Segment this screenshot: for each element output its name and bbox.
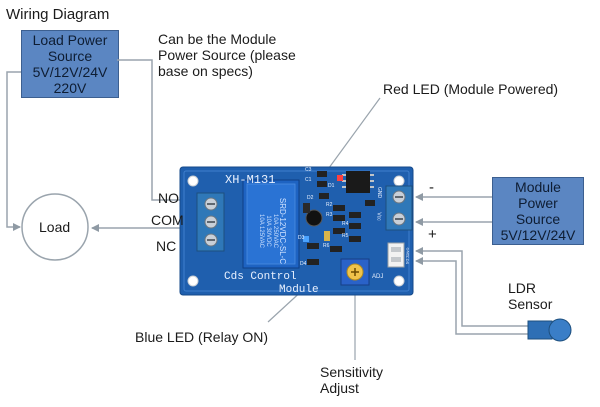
box-line: Module <box>515 179 561 195</box>
terminal-nc-label: NC <box>156 238 177 254</box>
note-line: Can be the Module <box>158 31 277 47</box>
load-label: Load <box>39 219 71 235</box>
box-line: 5V/12V/24V <box>32 64 108 80</box>
blue-led-label: Blue LED (Relay ON) <box>135 329 269 345</box>
wires-load-power <box>6 59 197 232</box>
pin-label-c1: C1 <box>305 177 312 183</box>
pin-label-d4: D4 <box>300 261 307 267</box>
pin-label-vcc: Vcc <box>375 212 382 221</box>
box-line: 220V <box>53 80 87 96</box>
note-line: base on specs) <box>158 63 253 79</box>
terminal-com-label: COM <box>151 212 184 228</box>
relay-text: 10A 125VAC <box>258 214 264 248</box>
ldr-sensor-label: LDR Sensor <box>508 280 552 312</box>
polarity-plus: + <box>428 226 437 243</box>
relay-printing: SRD-12VDC-SL-C 10A 250VAC 10A 30VDC 10A … <box>257 181 287 281</box>
pin-label-r3: R3 <box>326 212 333 218</box>
board-footer-line2: Module <box>279 284 319 296</box>
pin-label-r4: R4 <box>342 221 349 227</box>
board-footer-line1: Cds Control <box>224 271 297 283</box>
pin-label-r2: R2 <box>326 202 333 208</box>
box-line: Load Power <box>32 32 108 48</box>
load-circle <box>21 193 89 261</box>
pin-label-d3: D3 <box>298 235 305 241</box>
relay-text: 10A 30VDC <box>265 215 271 247</box>
box-line: Source <box>515 211 561 227</box>
load-power-source-box: Load Power Source 5V/12V/24V 220V <box>21 30 119 98</box>
relay-text: 10A 250VAC <box>272 214 278 248</box>
pin-label-r6: R6 <box>323 243 330 249</box>
pin-label-r5: R5 <box>342 233 349 239</box>
pin-label-d2: D2 <box>307 195 314 201</box>
module-power-note: Can be the Module Power Source (please b… <box>158 31 296 79</box>
relay-module-board <box>179 166 414 296</box>
sensitivity-line: Sensitivity <box>320 364 384 380</box>
pin-label-cds: CDS <box>405 255 411 265</box>
sensitivity-line: Adjust <box>320 380 359 396</box>
wires-module-power <box>415 193 492 226</box>
pin-label-c3: C3 <box>305 167 312 173</box>
sensitivity-adjust-label: Sensitivity Adjust <box>320 364 383 396</box>
pin-label-d1: D1 <box>328 183 335 189</box>
ldr-line: LDR <box>508 280 537 296</box>
pin-label-gnd: GND <box>376 186 383 199</box>
diagram-title: Wiring Diagram <box>6 6 110 23</box>
ldr-sensor <box>527 318 572 342</box>
board-model-text: XH-M131 <box>225 173 276 187</box>
box-line: 5V/12V/24V <box>500 227 576 243</box>
ldr-line: Sensor <box>508 296 553 312</box>
pin-label-adj: ADJ <box>372 274 384 280</box>
terminal-no-label: NO <box>158 190 179 206</box>
module-power-source-box: Module Power Source 5V/12V/24V <box>492 177 584 245</box>
relay-text: SRD-12VDC-SL-C <box>278 197 287 265</box>
box-line: Source <box>47 48 93 64</box>
polarity-minus: - <box>429 179 434 196</box>
wires-ldr <box>415 247 530 335</box>
note-line: Power Source (please <box>158 47 296 63</box>
red-led-label: Red LED (Module Powered) <box>383 81 559 97</box>
box-line: Power <box>518 195 558 211</box>
